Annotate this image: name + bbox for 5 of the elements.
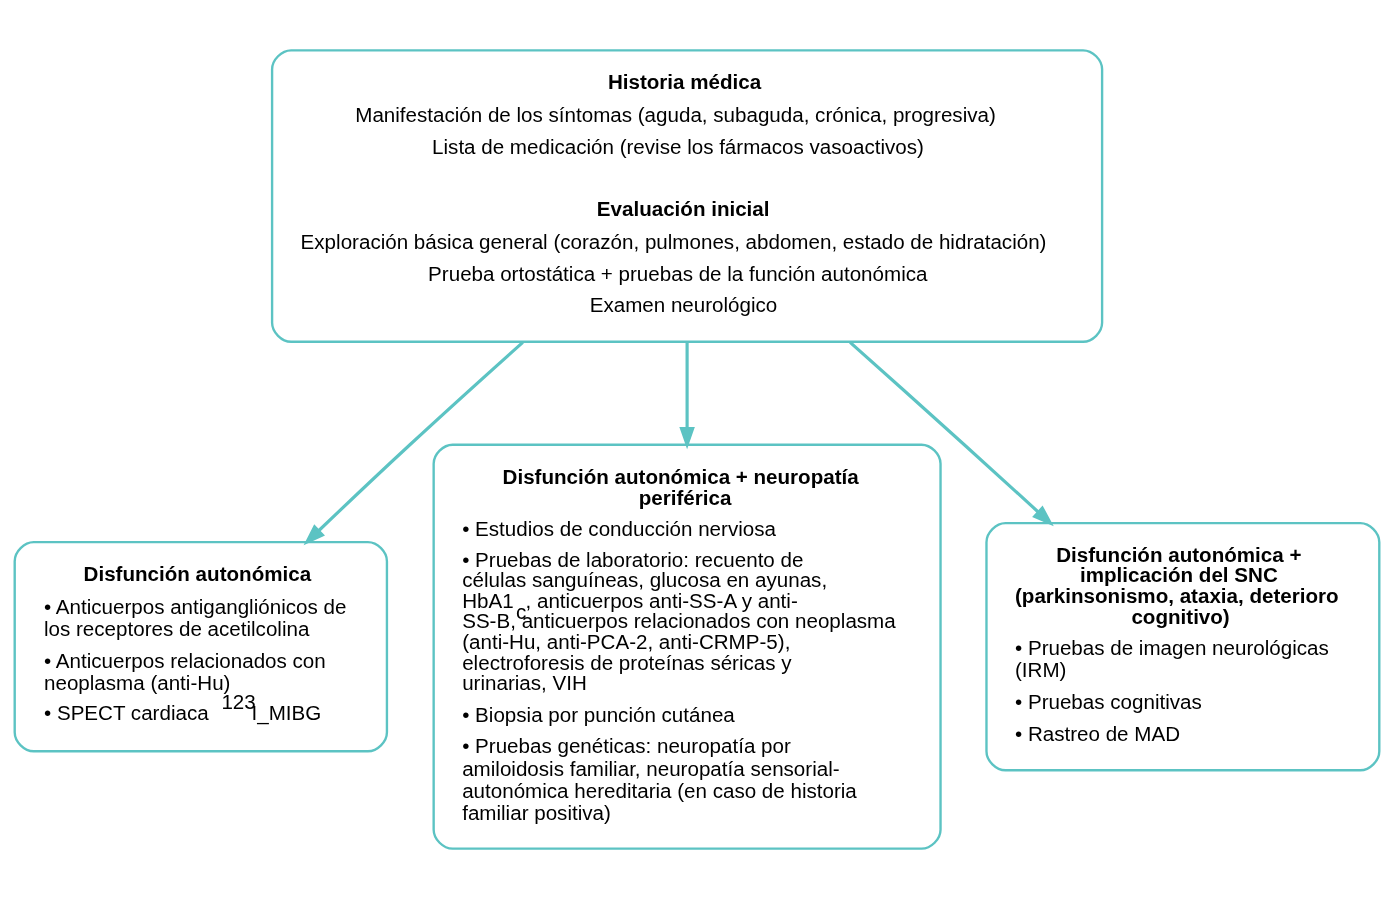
node-box: Disfunción autonómica + implicación del SNC (parkinsonismo, ataxia, deterioro cognitivo) • Pruebas de imagen neurológicas (IRM) • Pruebas cognitivas • Rastreo de MAD	[985, 521, 1381, 771]
arrow	[849, 340, 1054, 526]
node-box: Historia médica Manifestación de los síntomas (aguda, subaguda, crónica, progresiva) Lista de medicación (revise los fármacos vasoactivos) Evaluación inicial Exploración básica general (corazón, pulmones, abdomen, estado de hidratación) Prueba ortostática + pruebas de la función autonómica Examen neurológico	[270, 48, 1104, 343]
arrow	[679, 341, 695, 449]
arrow	[303, 340, 524, 545]
